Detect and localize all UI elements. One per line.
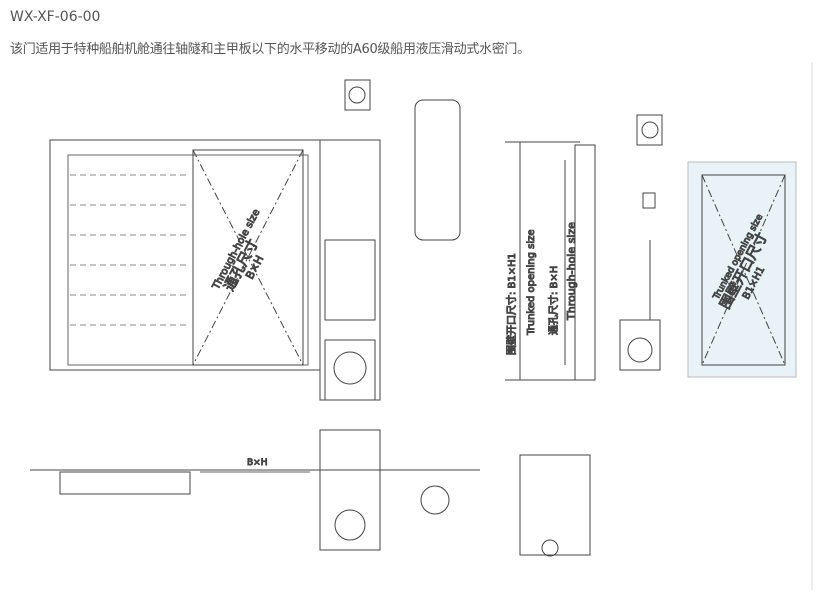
side-hole-en: Through-hole size bbox=[565, 222, 578, 321]
side-hole-label: 通孔尺寸: B×H bbox=[547, 266, 560, 335]
side-view: 围壁开口尺寸: B1×H1 Trunked opening size 通孔尺寸:… bbox=[505, 141, 596, 557]
product-code: WX-XF-06-00 bbox=[10, 9, 101, 25]
side-trunk-label: 围壁开口尺寸: B1×H1 bbox=[505, 253, 518, 355]
trunk-opening-panel: Trunked opening size 围壁开口尺寸 B1×H1 bbox=[687, 161, 797, 378]
side-trunk-en: Trunked opening size bbox=[526, 229, 537, 336]
product-description: 该门适用于特种船舶机舱通往轴隧和主甲板以下的水平移动的A60级船用液压滑动式水密… bbox=[10, 42, 530, 57]
front-view: Through-hole size 通孔尺寸 B×H bbox=[49, 139, 381, 401]
plan-view: B×H bbox=[30, 429, 480, 551]
plan-dim: B×H bbox=[247, 458, 267, 468]
technical-drawing: Through-hole size 通孔尺寸 B×H B×H 围壁开口尺寸: B… bbox=[20, 62, 816, 600]
